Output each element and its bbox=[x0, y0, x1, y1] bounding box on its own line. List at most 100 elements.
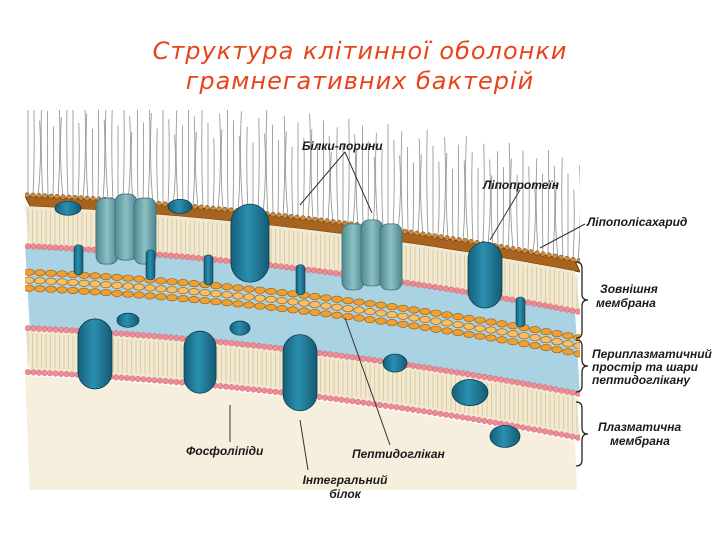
phospholipid-head bbox=[129, 375, 136, 382]
lps-strand bbox=[361, 125, 364, 227]
peptidoglycan-unit bbox=[419, 316, 431, 324]
peptidoglycan-unit bbox=[254, 302, 266, 310]
peptidoglycan-unit bbox=[243, 285, 255, 293]
phospholipid-head bbox=[267, 344, 274, 351]
phospholipid-head bbox=[58, 370, 65, 377]
phospholipid-head bbox=[244, 341, 251, 348]
peptidoglycan-unit bbox=[232, 284, 244, 292]
lps-strand bbox=[181, 125, 184, 207]
phospholipid-head bbox=[228, 384, 235, 391]
peptidoglycan-unit bbox=[573, 342, 580, 350]
lps-strand bbox=[85, 113, 89, 200]
lps-strand bbox=[277, 140, 280, 217]
phospholipid-head bbox=[173, 335, 180, 342]
phospholipid-head bbox=[322, 268, 329, 275]
lps-strand bbox=[490, 175, 494, 247]
phospholipid-head bbox=[58, 244, 65, 251]
peptidoglycan-unit bbox=[441, 327, 453, 335]
lps-strand bbox=[327, 136, 331, 223]
lps-strand bbox=[156, 128, 159, 205]
phospholipid-head bbox=[112, 330, 119, 337]
peptidoglycan-unit bbox=[540, 336, 552, 344]
phospholipid-head bbox=[421, 364, 428, 371]
phospholipid-head bbox=[404, 279, 411, 286]
peptidoglycan-unit bbox=[518, 332, 530, 340]
phospholipid-head bbox=[509, 296, 516, 303]
phospholipid-head bbox=[481, 373, 488, 380]
phospholipid-head bbox=[355, 399, 362, 406]
peptidoglycan-unit bbox=[265, 295, 277, 303]
phospholipid-head bbox=[322, 394, 329, 401]
lps-core-bead bbox=[504, 245, 510, 251]
lps-strand bbox=[372, 157, 376, 229]
lps-core-bead bbox=[288, 213, 294, 220]
lps-strand bbox=[502, 167, 505, 249]
phospholipid-head bbox=[41, 325, 48, 332]
peptidoglycan-unit bbox=[25, 284, 35, 292]
lps-strand bbox=[66, 110, 69, 199]
lps-strand bbox=[336, 127, 339, 224]
phospholipid-head bbox=[52, 244, 59, 251]
phospholipid-head bbox=[63, 245, 70, 252]
phospholipid-head bbox=[327, 269, 334, 276]
phospholipid-head bbox=[327, 395, 334, 402]
peptidoglycan-unit bbox=[78, 287, 90, 295]
lps-strand bbox=[507, 142, 511, 249]
lps-strand bbox=[57, 110, 61, 198]
peptidoglycan-unit bbox=[353, 298, 365, 306]
lps-core-bead bbox=[270, 211, 276, 218]
lipoprotein bbox=[145, 249, 156, 281]
phospholipid-head bbox=[222, 383, 229, 390]
phospholipid-head bbox=[47, 326, 54, 333]
peptidoglycan-unit bbox=[188, 296, 200, 304]
phospholipid-head bbox=[536, 427, 543, 434]
peptidoglycan-unit bbox=[100, 289, 112, 297]
peptidoglycan-unit bbox=[122, 290, 134, 298]
peptidoglycan-unit bbox=[364, 316, 376, 324]
peptidoglycan-unit bbox=[562, 348, 574, 356]
lps-strand bbox=[355, 149, 359, 227]
phospholipid-head bbox=[145, 376, 152, 383]
lps-strand bbox=[547, 150, 550, 257]
peptidoglycan-unit bbox=[364, 308, 376, 316]
phospholipid-head bbox=[426, 365, 433, 372]
phospholipid-head bbox=[289, 264, 296, 271]
lps-core-bead bbox=[498, 244, 504, 250]
lps-strand bbox=[322, 120, 325, 222]
phospholipid-head bbox=[492, 375, 499, 382]
lps-core-bead bbox=[228, 207, 234, 213]
peptidoglycan-unit bbox=[199, 297, 211, 305]
lps-core-bead bbox=[162, 201, 168, 207]
peptidoglycan-unit bbox=[474, 324, 486, 332]
lps-strands bbox=[27, 110, 580, 262]
lps-core-bead bbox=[312, 216, 318, 223]
phospholipid-head bbox=[487, 374, 494, 381]
peptidoglycan-unit bbox=[133, 283, 145, 291]
leader-lines bbox=[229, 151, 586, 471]
phospholipid-head bbox=[272, 262, 279, 269]
phospholipid-head bbox=[261, 343, 268, 350]
lps-strand bbox=[265, 110, 269, 216]
phospholipid-head bbox=[432, 284, 439, 291]
lps-core-bead bbox=[222, 206, 228, 213]
phospholipid-head bbox=[415, 281, 422, 288]
peptidoglycan-unit bbox=[364, 300, 376, 308]
peptidoglycan-unit bbox=[430, 309, 442, 317]
phospholipid-head bbox=[233, 384, 240, 391]
peptidoglycan-unit bbox=[265, 303, 277, 311]
phospholipid-head bbox=[145, 332, 152, 339]
lps-core-bead bbox=[84, 195, 90, 202]
lps-core-bead bbox=[306, 216, 312, 222]
phospholipid-head bbox=[410, 280, 417, 287]
lps-core-bead bbox=[192, 204, 198, 210]
phospholipid-head bbox=[151, 377, 158, 384]
lps-core-bead bbox=[516, 247, 522, 253]
phospholipid-head bbox=[465, 371, 472, 378]
peptidoglycan-unit bbox=[34, 277, 46, 285]
peptidoglycan-unit bbox=[100, 273, 112, 281]
layer-braces bbox=[575, 261, 589, 467]
lps-strand bbox=[412, 162, 415, 234]
phospholipid-head bbox=[542, 302, 549, 309]
lps-strand bbox=[136, 110, 139, 203]
